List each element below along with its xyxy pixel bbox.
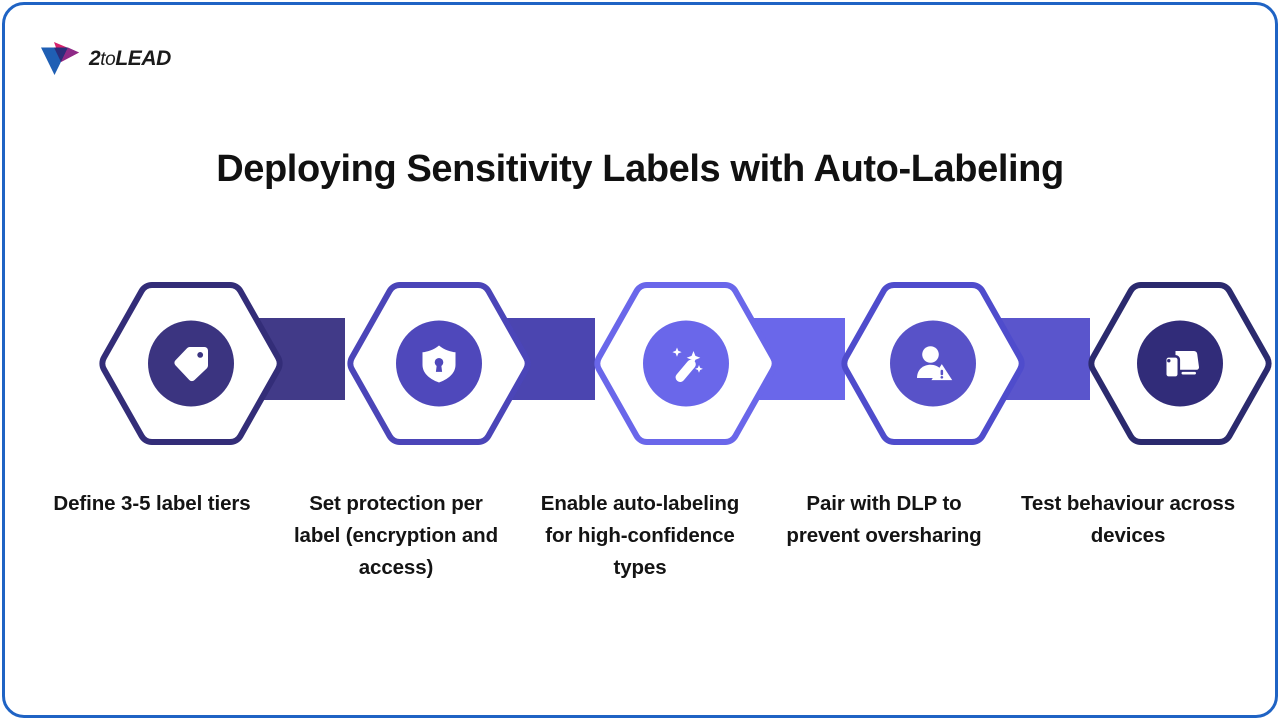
brand-logo[interactable]: 2toLEAD	[38, 38, 171, 78]
flow-step-3[interactable]	[594, 281, 778, 446]
flow-step-4[interactable]	[841, 281, 1025, 446]
flow-step-1[interactable]	[99, 281, 283, 446]
flow-captions: Define 3-5 label tiers Set protection pe…	[40, 488, 1240, 583]
flow-step-5[interactable]	[1088, 281, 1272, 446]
wordmark-part-1: 2	[89, 46, 101, 70]
devices-icon	[1163, 349, 1201, 380]
flow-graphics	[99, 281, 1272, 446]
icon-circle-4	[890, 320, 976, 407]
process-flow-diagram	[60, 280, 1272, 475]
step-caption-5: Test behaviour across devices	[1021, 492, 1235, 547]
wordmark-part-2: to	[100, 48, 116, 70]
page-title: Deploying Sensitivity Labels with Auto-L…	[216, 148, 1064, 190]
step-caption-3: Enable auto-labeling for high-confidence…	[540, 492, 740, 579]
wordmark-part-3: LEAD	[115, 46, 171, 70]
play-triangle-logo-icon	[41, 42, 79, 75]
flow-step-2[interactable]	[347, 281, 531, 446]
step-caption-4: Pair with DLP to prevent oversharing	[786, 492, 982, 547]
brand-wordmark: 2toLEAD	[89, 48, 171, 69]
step-caption-1: Define 3-5 label tiers	[53, 492, 251, 515]
step-caption-2: Set protection per label (encryption and…	[293, 492, 499, 579]
